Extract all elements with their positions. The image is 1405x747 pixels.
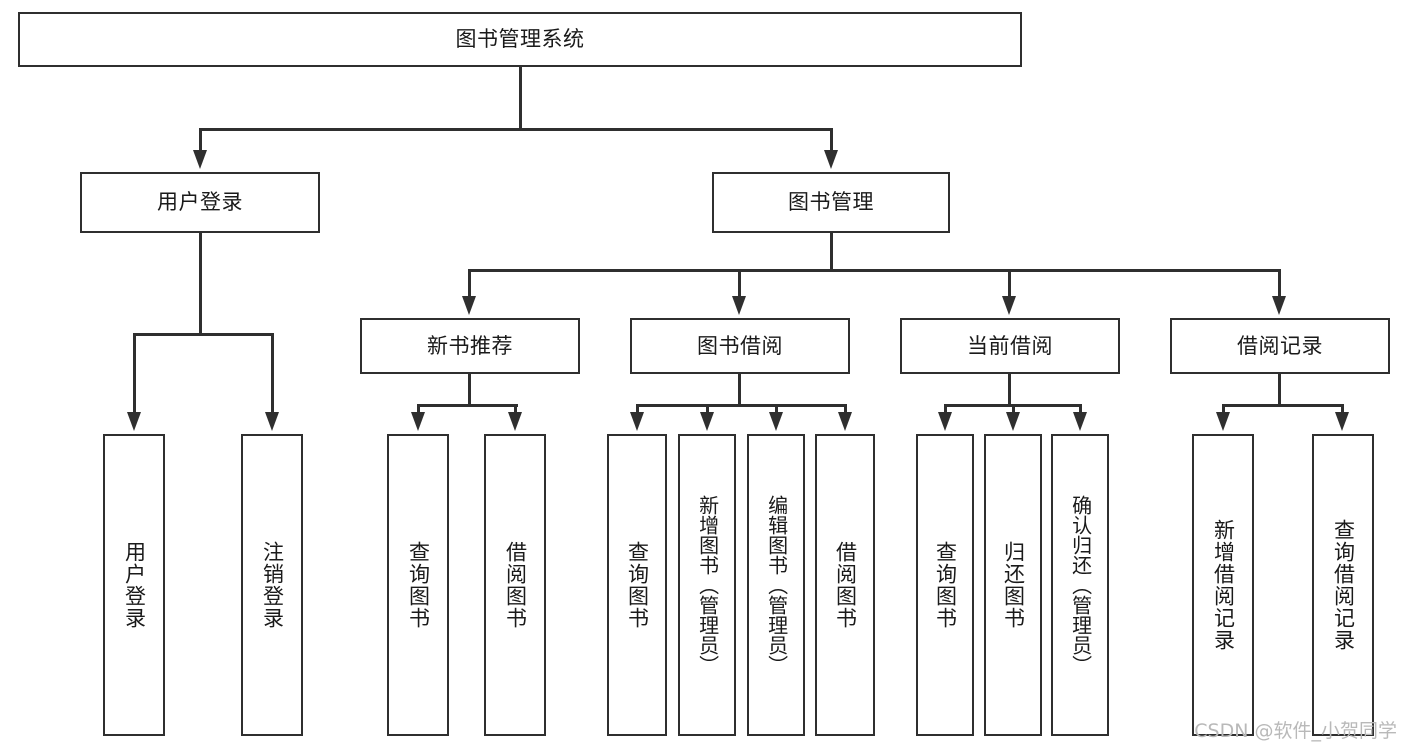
connector-userlogin-leaf2 [271, 333, 274, 413]
node-root-label: 图书管理系统 [455, 27, 585, 52]
node-leaf-confirm-return[interactable]: 确认归还（管理员） [1051, 434, 1109, 736]
arrow-to-leaf-query-book-2 [630, 412, 644, 431]
node-leaf-borrow-book-2-label: 借阅图书 [833, 541, 858, 629]
node-leaf-return-book-label: 归还图书 [1001, 541, 1026, 629]
connector-root-down [519, 67, 522, 130]
node-leaf-add-book-label: 新增图书（管理员） [695, 495, 720, 675]
arrow-to-leaf-borrow-book-1 [508, 412, 522, 431]
node-leaf-edit-book-label: 编辑图书（管理员） [764, 495, 789, 675]
connector-bookborrow-bus [636, 404, 846, 407]
connector-userlogin-leaf1 [133, 333, 136, 413]
node-book-borrow[interactable]: 图书借阅 [630, 318, 850, 374]
arrow-to-borrow-record [1272, 296, 1286, 315]
node-new-book-rec[interactable]: 新书推荐 [360, 318, 580, 374]
node-new-book-rec-label: 新书推荐 [427, 333, 513, 358]
arrow-to-current-borrow [1002, 296, 1016, 315]
node-leaf-borrow-book-1-label: 借阅图书 [503, 541, 528, 629]
node-leaf-query-book-3-label: 查询图书 [933, 541, 958, 629]
connector-bookmanage-d2 [738, 269, 741, 297]
node-leaf-query-record[interactable]: 查询借阅记录 [1312, 434, 1374, 736]
node-leaf-query-book-1-label: 查询图书 [406, 541, 431, 629]
node-book-manage-label: 图书管理 [788, 190, 874, 215]
node-leaf-confirm-return-label: 确认归还（管理员） [1068, 495, 1093, 675]
node-leaf-borrow-book-2[interactable]: 借阅图书 [815, 434, 875, 736]
arrow-to-leaf-add-book [700, 412, 714, 431]
connector-newbook-l2 [514, 404, 517, 413]
connector-bookmanage-d1 [468, 269, 471, 297]
node-leaf-add-record-label: 新增借阅记录 [1211, 519, 1236, 651]
arrow-to-leaf-user-login [127, 412, 141, 431]
node-leaf-query-book-3[interactable]: 查询图书 [916, 434, 974, 736]
node-leaf-user-login-label: 用户登录 [122, 541, 147, 629]
connector-bookmanage-down [830, 233, 833, 271]
connector-bookmanage-bus [468, 269, 1280, 272]
node-root[interactable]: 图书管理系统 [18, 12, 1022, 67]
connector-newbook-down [468, 374, 471, 406]
connector-currentborrow-down [1008, 374, 1011, 406]
node-leaf-add-record[interactable]: 新增借阅记录 [1192, 434, 1254, 736]
node-leaf-edit-book[interactable]: 编辑图书（管理员） [747, 434, 805, 736]
node-book-borrow-label: 图书借阅 [697, 333, 783, 358]
connector-bookborrow-down [738, 374, 741, 406]
connector-borrowrecord-l2 [1341, 404, 1344, 413]
node-leaf-return-book[interactable]: 归还图书 [984, 434, 1042, 736]
arrow-to-leaf-query-book-1 [411, 412, 425, 431]
arrow-to-book-borrow [732, 296, 746, 315]
node-leaf-query-book-1[interactable]: 查询图书 [387, 434, 449, 736]
node-leaf-user-login[interactable]: 用户登录 [103, 434, 165, 736]
connector-borrowrecord-bus [1222, 404, 1343, 407]
connector-bookborrow-l3 [775, 404, 778, 413]
node-leaf-query-record-label: 查询借阅记录 [1331, 519, 1356, 651]
arrow-to-leaf-confirm-return [1073, 412, 1087, 431]
arrow-to-leaf-logout [265, 412, 279, 431]
node-current-borrow-label: 当前借阅 [967, 333, 1053, 358]
connector-bookborrow-l2 [706, 404, 709, 413]
node-user-login[interactable]: 用户登录 [80, 172, 320, 233]
node-book-manage[interactable]: 图书管理 [712, 172, 950, 233]
connector-borrowrecord-l1 [1222, 404, 1225, 413]
node-leaf-query-book-2[interactable]: 查询图书 [607, 434, 667, 736]
connector-bookmanage-d3 [1008, 269, 1011, 297]
connector-currentborrow-l3 [1079, 404, 1082, 413]
arrow-to-leaf-query-record [1335, 412, 1349, 431]
node-leaf-add-book[interactable]: 新增图书（管理员） [678, 434, 736, 736]
node-current-borrow[interactable]: 当前借阅 [900, 318, 1120, 374]
connector-borrowrecord-down [1278, 374, 1281, 406]
connector-bookborrow-l4 [844, 404, 847, 413]
arrow-to-leaf-add-record [1216, 412, 1230, 431]
arrow-to-user-login [193, 150, 207, 169]
arrow-to-leaf-edit-book [769, 412, 783, 431]
arrow-to-leaf-query-book-3 [938, 412, 952, 431]
connector-root-left-drop [199, 128, 202, 153]
connector-newbook-bus [417, 404, 518, 407]
node-leaf-query-book-2-label: 查询图书 [625, 541, 650, 629]
connector-newbook-l1 [417, 404, 420, 413]
arrow-to-leaf-borrow-book-2 [838, 412, 852, 431]
connector-bookborrow-l1 [636, 404, 639, 413]
arrow-to-leaf-return-book [1006, 412, 1020, 431]
connector-userlogin-bus [133, 333, 274, 336]
node-leaf-borrow-book-1[interactable]: 借阅图书 [484, 434, 546, 736]
connector-root-right-drop [830, 128, 833, 153]
node-borrow-record[interactable]: 借阅记录 [1170, 318, 1390, 374]
csdn-watermark: CSDN @软件_小贺同学 [1194, 720, 1397, 742]
node-leaf-logout-label: 注销登录 [260, 541, 285, 629]
connector-bookmanage-d4 [1278, 269, 1281, 297]
arrow-to-new-book-rec [462, 296, 476, 315]
arrow-to-book-manage [824, 150, 838, 169]
node-borrow-record-label: 借阅记录 [1237, 333, 1323, 358]
connector-currentborrow-l1 [944, 404, 947, 413]
node-user-login-label: 用户登录 [157, 190, 243, 215]
connector-currentborrow-l2 [1012, 404, 1015, 413]
connector-root-bus [199, 128, 832, 131]
node-leaf-logout[interactable]: 注销登录 [241, 434, 303, 736]
connector-userlogin-down [199, 233, 202, 335]
